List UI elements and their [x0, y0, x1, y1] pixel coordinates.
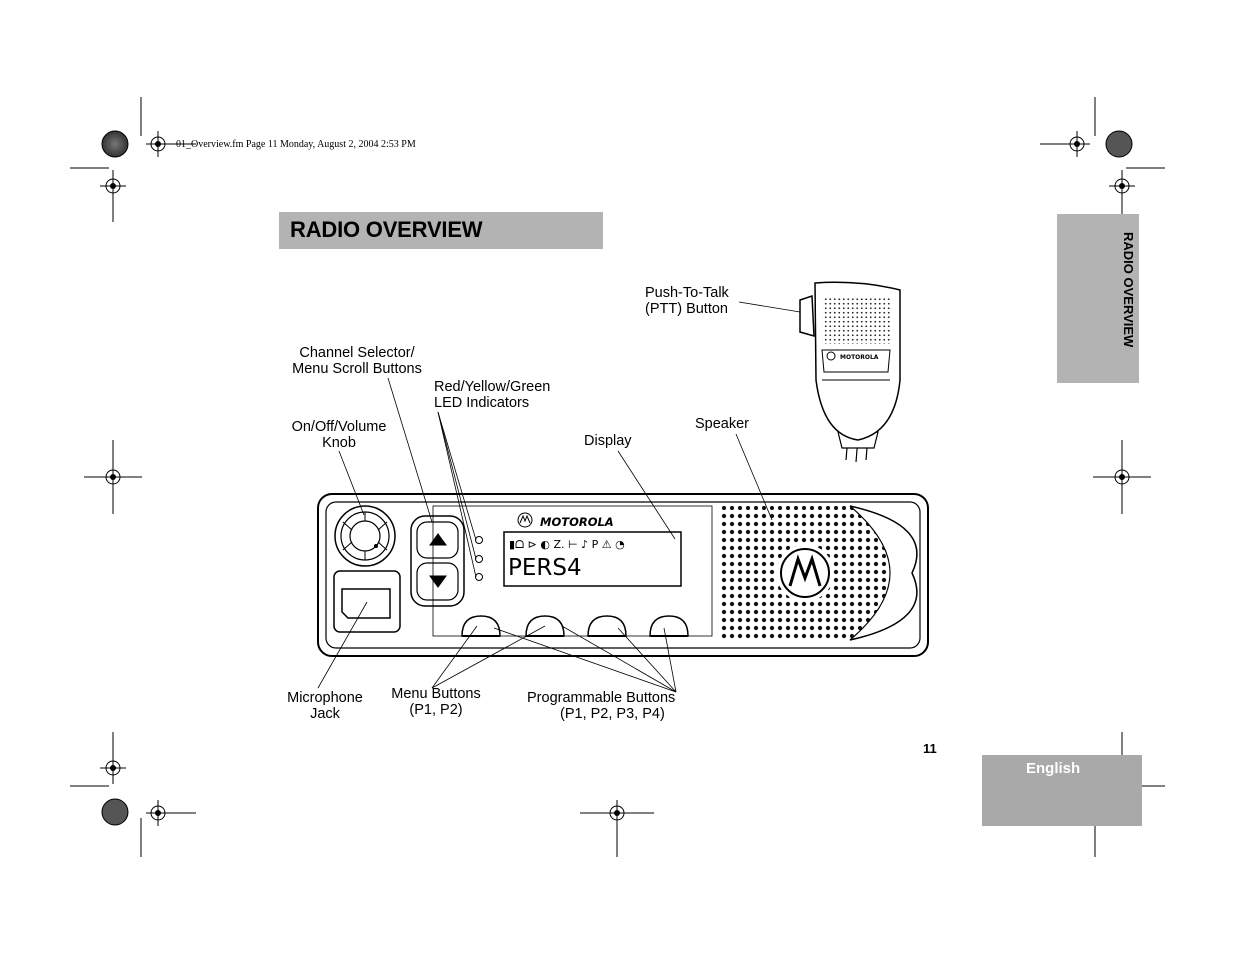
section-title: RADIO OVERVIEW [290, 217, 483, 242]
callout-menu-buttons: Menu Buttons (P1, P2) [385, 686, 487, 718]
speaker-grille [718, 505, 918, 641]
callout-speaker: Speaker [695, 416, 749, 432]
callout-speaker-line1: Speaker [695, 416, 750, 432]
callout-channel-selector: Channel Selector/ Menu Scroll Buttons [286, 345, 428, 377]
led-red [475, 536, 483, 544]
callout-channel-line1: Channel Selector/ [299, 345, 415, 361]
arrow-up-icon [429, 533, 447, 546]
callout-volume-line2: Knob [322, 435, 356, 451]
radio-body: ▮ᗝ ⊳ ◐ Z. ⊢ ♪ P ⚠ ◔ [317, 493, 929, 657]
section-title-banner: RADIO OVERVIEW [279, 212, 603, 249]
callout-led: Red/Yellow/Green LED Indicators [434, 379, 550, 411]
callout-volume: On/Off/Volume Knob [285, 419, 393, 451]
programmable-button-p3[interactable] [587, 615, 627, 637]
callout-menu-line1: Menu Buttons [391, 686, 481, 702]
mic-brand: MOTOROLA [840, 354, 879, 361]
callout-mic-jack: Microphone Jack [280, 690, 370, 722]
file-info-header: 01_Overview.fm Page 11 Monday, August 2,… [176, 139, 416, 150]
callout-ptt: Push-To-Talk (PTT) Button [645, 285, 729, 317]
leader-lines [317, 301, 801, 693]
callout-mic-line2: Jack [310, 706, 340, 722]
callout-ptt-line2: (PTT) Button [645, 301, 728, 317]
led-green [475, 573, 483, 581]
callout-prog-line1: Programmable Buttons [527, 690, 676, 706]
language-tab: English [982, 755, 1142, 826]
callout-volume-line1: On/Off/Volume [291, 419, 387, 435]
motorola-logo-icon [788, 554, 822, 587]
display-text: PERS4 [508, 555, 582, 581]
callout-ptt-line1: Push-To-Talk [645, 285, 729, 301]
side-tab: RADIO OVERVIEW [1057, 214, 1139, 383]
language-label: English [1026, 760, 1081, 777]
channel-selector[interactable] [410, 515, 465, 607]
callout-mic-line1: Microphone [287, 690, 363, 706]
menu-button-p1[interactable] [461, 615, 501, 637]
callout-channel-line2: Menu Scroll Buttons [292, 361, 422, 377]
arrow-down-icon [429, 575, 447, 588]
callout-prog-line2: (P1, P2, P3, P4) [560, 706, 665, 722]
programmable-button-p4[interactable] [649, 615, 689, 637]
callout-display: Display [584, 433, 632, 449]
callout-led-line2: LED Indicators [434, 395, 530, 411]
callout-programmable-buttons: Programmable Buttons (P1, P2, P3, P4) [527, 690, 675, 722]
led-yellow [475, 555, 483, 563]
callout-led-line1: Red/Yellow/Green [434, 379, 551, 395]
callout-menu-line2: (P1, P2) [409, 702, 463, 718]
volume-knob[interactable] [334, 505, 396, 567]
display [503, 531, 682, 587]
microphone-jack [333, 570, 401, 633]
side-tab-label: RADIO OVERVIEW [1121, 232, 1136, 348]
crop-marks [70, 97, 1165, 857]
microphone: MOTOROLA [799, 281, 901, 463]
display-status-icons: ▮ᗝ ⊳ ◐ Z. ⊢ ♪ P ⚠ ◔ [509, 538, 625, 551]
page-number: 11 [923, 741, 937, 756]
radio-brand: MOTOROLA [540, 515, 614, 529]
callout-display-line1: Display [584, 433, 632, 449]
